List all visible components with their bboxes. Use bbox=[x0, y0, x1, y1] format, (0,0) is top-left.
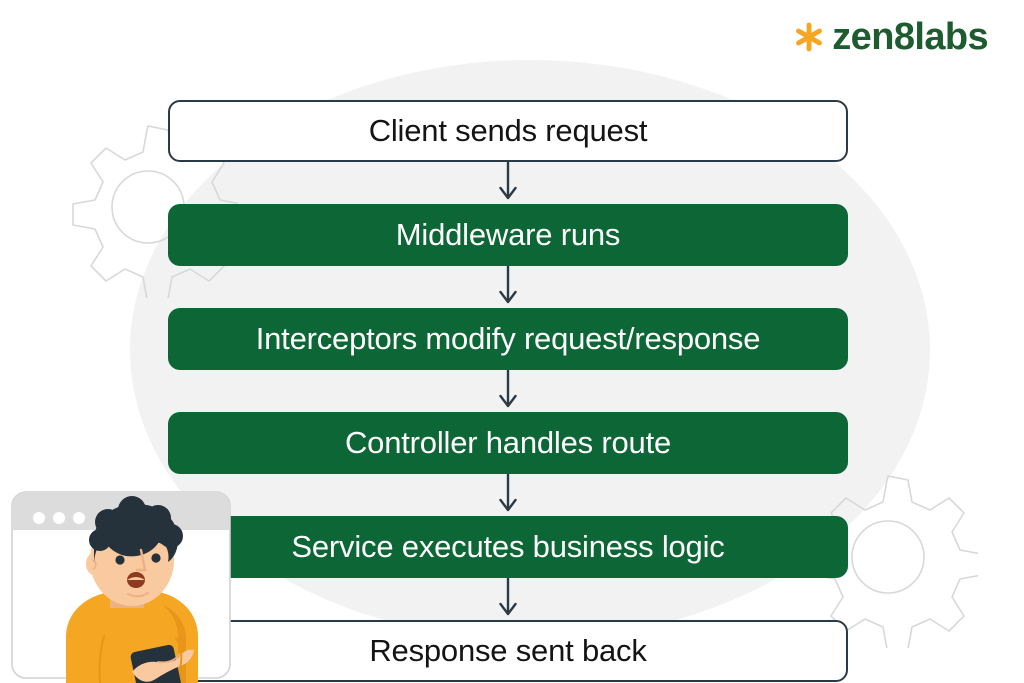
down-arrow-icon bbox=[497, 162, 519, 204]
down-arrow-icon bbox=[497, 474, 519, 516]
flowchart: Client sends request Middleware runs Int… bbox=[168, 100, 848, 682]
down-arrow-icon bbox=[497, 370, 519, 412]
flow-node-service-executes-logic: Service executes business logic bbox=[168, 516, 848, 578]
brand-logo: zen8labs bbox=[794, 16, 989, 58]
flow-connector bbox=[168, 578, 848, 620]
flow-connector bbox=[168, 370, 848, 412]
down-arrow-icon bbox=[497, 266, 519, 308]
flow-node-interceptors-modify: Interceptors modify request/response bbox=[168, 308, 848, 370]
flow-node-label: Controller handles route bbox=[344, 425, 672, 460]
down-arrow-icon bbox=[497, 578, 519, 620]
flow-connector bbox=[168, 162, 848, 204]
flow-node-label: Middleware runs bbox=[395, 217, 621, 252]
flow-node-controller-handles-route: Controller handles route bbox=[168, 412, 848, 474]
flow-node-label: Interceptors modify request/response bbox=[255, 321, 761, 356]
asterisk-icon bbox=[794, 22, 824, 52]
flow-connector bbox=[168, 474, 848, 516]
flow-node-response-sent-back: Response sent back bbox=[168, 620, 848, 682]
flow-node-label: Client sends request bbox=[368, 113, 648, 148]
flow-node-middleware-runs: Middleware runs bbox=[168, 204, 848, 266]
brand-name: zen8labs bbox=[832, 16, 988, 58]
flow-connector bbox=[168, 266, 848, 308]
person-with-phone-illustration bbox=[8, 488, 240, 683]
flow-node-client-sends-request: Client sends request bbox=[168, 100, 848, 162]
flow-node-label: Service executes business logic bbox=[291, 529, 725, 564]
flow-node-label: Response sent back bbox=[369, 633, 647, 668]
